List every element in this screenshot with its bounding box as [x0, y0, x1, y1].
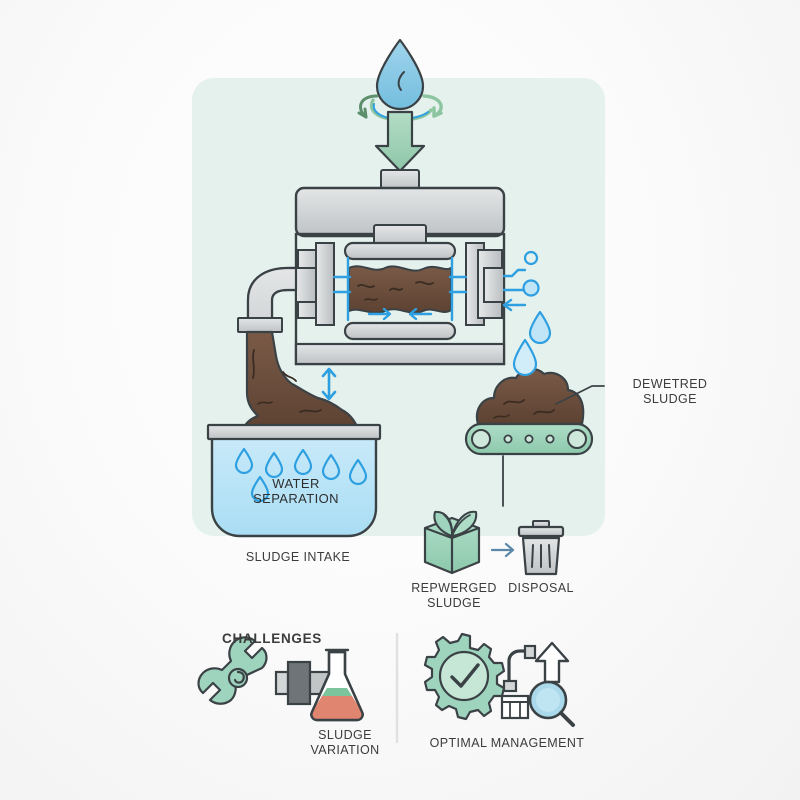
flask-icon	[310, 648, 364, 722]
press-plate-left	[295, 242, 335, 326]
dewatered-sludge-label: DEWETRED SLUDGE	[632, 377, 708, 406]
sludge-stream	[241, 330, 360, 432]
press-platen-lower	[343, 321, 457, 341]
sludge-cake	[348, 265, 452, 314]
flow-arrow-down-icon	[374, 110, 426, 173]
press-platen-upper	[343, 241, 457, 261]
repurpose-to-disposal-arrow-icon	[490, 542, 515, 558]
press-guide-marks	[332, 256, 468, 322]
disposal-label: DISPOSAL	[508, 581, 574, 595]
repurposed-sludge-icon	[423, 510, 481, 575]
gear-check-icon	[423, 632, 506, 721]
disposal-bin-icon	[517, 520, 565, 576]
press-stroke-arrow-icon	[321, 367, 337, 401]
sludge-variation-label: SLUDGE VARIATION	[310, 728, 380, 757]
management-analysis-icon	[500, 641, 575, 727]
conveyor-belt	[464, 422, 594, 456]
challenges-heading: CHALLENGES	[222, 631, 323, 646]
repurposed-sludge-label: REPWERGED SLUDGE	[411, 581, 497, 610]
optimal-management-label: OPTIMAL MANAGEMENT	[429, 736, 585, 750]
water-separation-tank	[206, 423, 382, 538]
compression-arrows-icon	[367, 307, 433, 321]
tank-droplets-icon	[234, 447, 368, 503]
tank-lid	[206, 423, 382, 441]
sludge-intake-label: SLUDGE INTAKE	[245, 550, 351, 564]
water-separation-label: WATER SEPARATION	[253, 476, 339, 507]
dewatered-sludge-leader-line	[555, 385, 605, 405]
dewatered-sludge-pile	[475, 368, 585, 426]
press-plate-right	[465, 242, 505, 326]
filter-press-machine	[294, 169, 506, 366]
wrench-icon	[197, 636, 268, 705]
press-base	[294, 342, 506, 366]
press-water-output-icon	[502, 250, 552, 377]
